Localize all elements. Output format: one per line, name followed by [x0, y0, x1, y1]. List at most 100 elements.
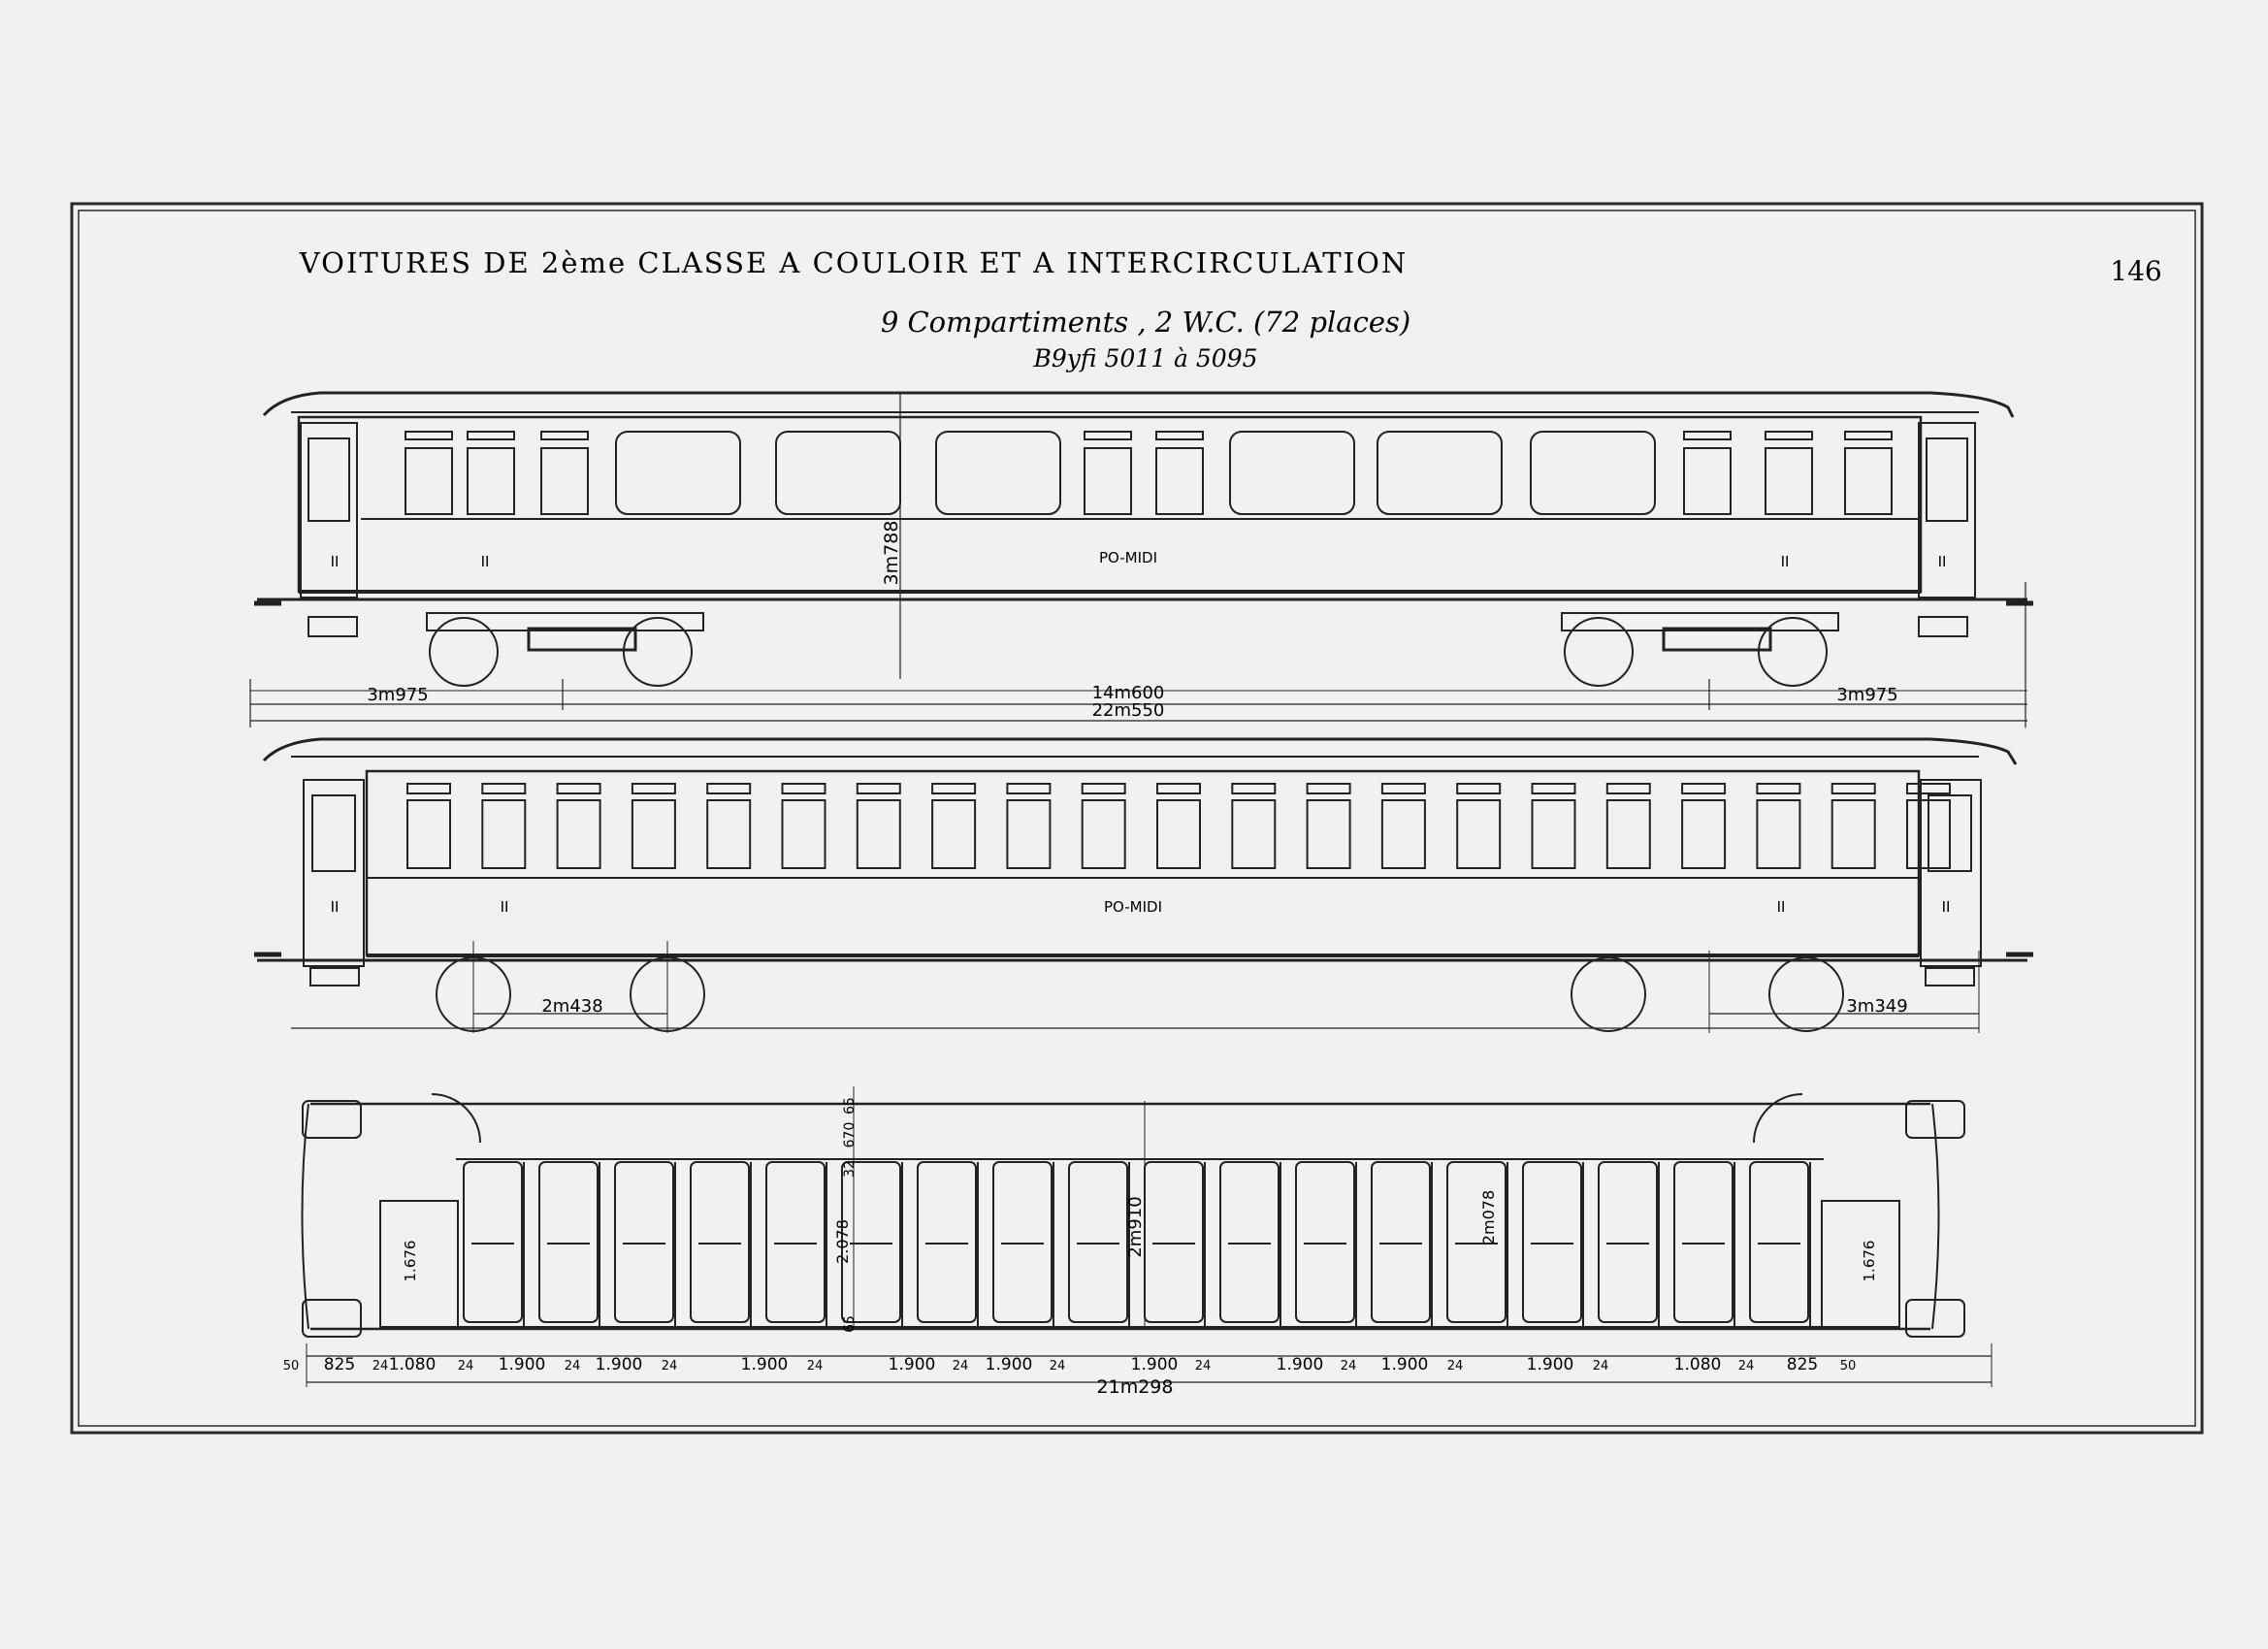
- plan-bottom-dim: 24: [807, 1359, 824, 1374]
- plan-bottom-dim: 1.900: [1131, 1355, 1179, 1374]
- corridor-window: [1377, 431, 1503, 515]
- seat-bench: [463, 1161, 525, 1327]
- plan-bottom-dim: 1.080: [389, 1355, 437, 1374]
- compartment-window: [1231, 783, 1277, 869]
- plan-bottom-dim: 1.900: [596, 1355, 643, 1374]
- plan-bottom-dim: 24: [1341, 1359, 1357, 1374]
- class-mark: II: [1938, 553, 1947, 570]
- seat-bench: [1068, 1161, 1130, 1327]
- dim-total-width: 2m910: [1125, 1196, 1146, 1257]
- dim-plan-overall-length: 21m298: [1097, 1376, 1174, 1398]
- company-marking-1: PO-MIDI: [1099, 549, 1157, 566]
- small-window: [1765, 431, 1813, 515]
- small-window: [540, 431, 589, 515]
- outer-frame: [70, 202, 2204, 1435]
- side-view-compartments: [254, 737, 2033, 1033]
- class-mark: II: [501, 898, 509, 916]
- class-mark: II: [1942, 898, 1951, 916]
- class-mark: II: [331, 553, 340, 570]
- seat-bench: [841, 1161, 903, 1327]
- compartment-window: [1756, 783, 1801, 869]
- seat-bench: [538, 1161, 600, 1327]
- dim-bogie-centers: 14m600: [1092, 683, 1165, 703]
- small-window: [405, 431, 453, 515]
- plan-bottom-dim: 1.900: [1277, 1355, 1324, 1374]
- height-dimension: 3m788: [881, 521, 902, 586]
- small-window: [1155, 431, 1204, 515]
- plan-bottom-dim: 1.080: [1674, 1355, 1722, 1374]
- dim-vertical: 2.078: [833, 1219, 852, 1264]
- compartment-window: [406, 783, 451, 869]
- plan-bottom-dim: 50: [283, 1359, 300, 1374]
- corridor-window: [775, 431, 901, 515]
- small-window: [1844, 431, 1893, 515]
- dim-wc-right: 1.676: [1861, 1241, 1878, 1282]
- small-window: [1084, 431, 1132, 515]
- compartment-window: [1006, 783, 1052, 869]
- page-number: 146: [2110, 255, 2161, 287]
- dim-wheelbase-left: 2m438: [541, 996, 602, 1017]
- plan-bottom-dim: 24: [1195, 1359, 1212, 1374]
- plan-bottom-dim: 24: [1447, 1359, 1464, 1374]
- seat-bench: [1295, 1161, 1357, 1327]
- plan-bottom-dim: 24: [373, 1359, 389, 1374]
- dim-vertical: 65: [842, 1315, 858, 1333]
- plan-bottom-dim: 24: [565, 1359, 581, 1374]
- compartment-window: [1456, 783, 1502, 869]
- plan-bottom-dim: 24: [1050, 1359, 1066, 1374]
- plan-bottom-dim: 1.900: [1527, 1355, 1574, 1374]
- seat-bench: [1144, 1161, 1206, 1327]
- dim-wheelbase-right: 3m349: [1846, 996, 1907, 1017]
- dim-vertical: 65: [842, 1097, 858, 1115]
- inner-frame: [78, 210, 2196, 1427]
- compartment-window: [931, 783, 977, 869]
- seat-bench: [1522, 1161, 1584, 1327]
- plan-bottom-dim: 1.900: [1381, 1355, 1429, 1374]
- seat-bench: [1371, 1161, 1433, 1327]
- seat-bench: [992, 1161, 1054, 1327]
- compartment-window: [781, 783, 826, 869]
- plan-view: [301, 1086, 1993, 1387]
- seat-bench: [765, 1161, 827, 1327]
- seat-bench: [1749, 1161, 1811, 1327]
- compartment-window: [556, 783, 601, 869]
- class-mark: II: [1781, 553, 1790, 570]
- dim-overall-length: 22m550: [1092, 700, 1165, 721]
- dim-vertical: 670: [842, 1122, 858, 1148]
- compartment-window: [1906, 783, 1951, 869]
- plan-bottom-dim: 24: [1738, 1359, 1755, 1374]
- compartment-window: [1081, 783, 1126, 869]
- plan-bottom-dim: 50: [1840, 1359, 1857, 1374]
- corridor-window: [1530, 431, 1656, 515]
- series-numbers: B9yfi 5011 à 5095: [1032, 344, 1257, 372]
- compartment-window: [1605, 783, 1651, 869]
- dim-overhang-right: 3m975: [1836, 685, 1897, 705]
- plan-bottom-dim: 1.900: [499, 1355, 546, 1374]
- small-window: [1683, 431, 1732, 515]
- plan-bottom-dim: 825: [1787, 1355, 1818, 1374]
- seat-bench: [614, 1161, 676, 1327]
- subtitle: 9 Compartiments , 2 W.C. (72 places): [881, 306, 1410, 339]
- small-window: [467, 431, 515, 515]
- corridor-window: [615, 431, 741, 515]
- seat-bench: [690, 1161, 752, 1327]
- seat-bench: [1446, 1161, 1508, 1327]
- page-title: VOITURES DE 2ème CLASSE A COULOIR ET A I…: [299, 246, 1409, 279]
- plan-bottom-dim: 24: [662, 1359, 678, 1374]
- compartment-window: [1531, 783, 1576, 869]
- corridor-window: [1229, 431, 1355, 515]
- seat-bench: [1219, 1161, 1281, 1327]
- compartment-window: [1681, 783, 1727, 869]
- class-mark: II: [1777, 898, 1786, 916]
- plan-bottom-dim: 1.900: [741, 1355, 789, 1374]
- corridor-window: [935, 431, 1061, 515]
- compartment-window: [856, 783, 901, 869]
- dim-compartment-width: 2m078: [1479, 1190, 1498, 1245]
- compartment-window: [706, 783, 752, 869]
- compartment-window: [1306, 783, 1351, 869]
- plan-bottom-dim: 825: [324, 1355, 355, 1374]
- seat-bench: [1598, 1161, 1660, 1327]
- compartment-window: [631, 783, 676, 869]
